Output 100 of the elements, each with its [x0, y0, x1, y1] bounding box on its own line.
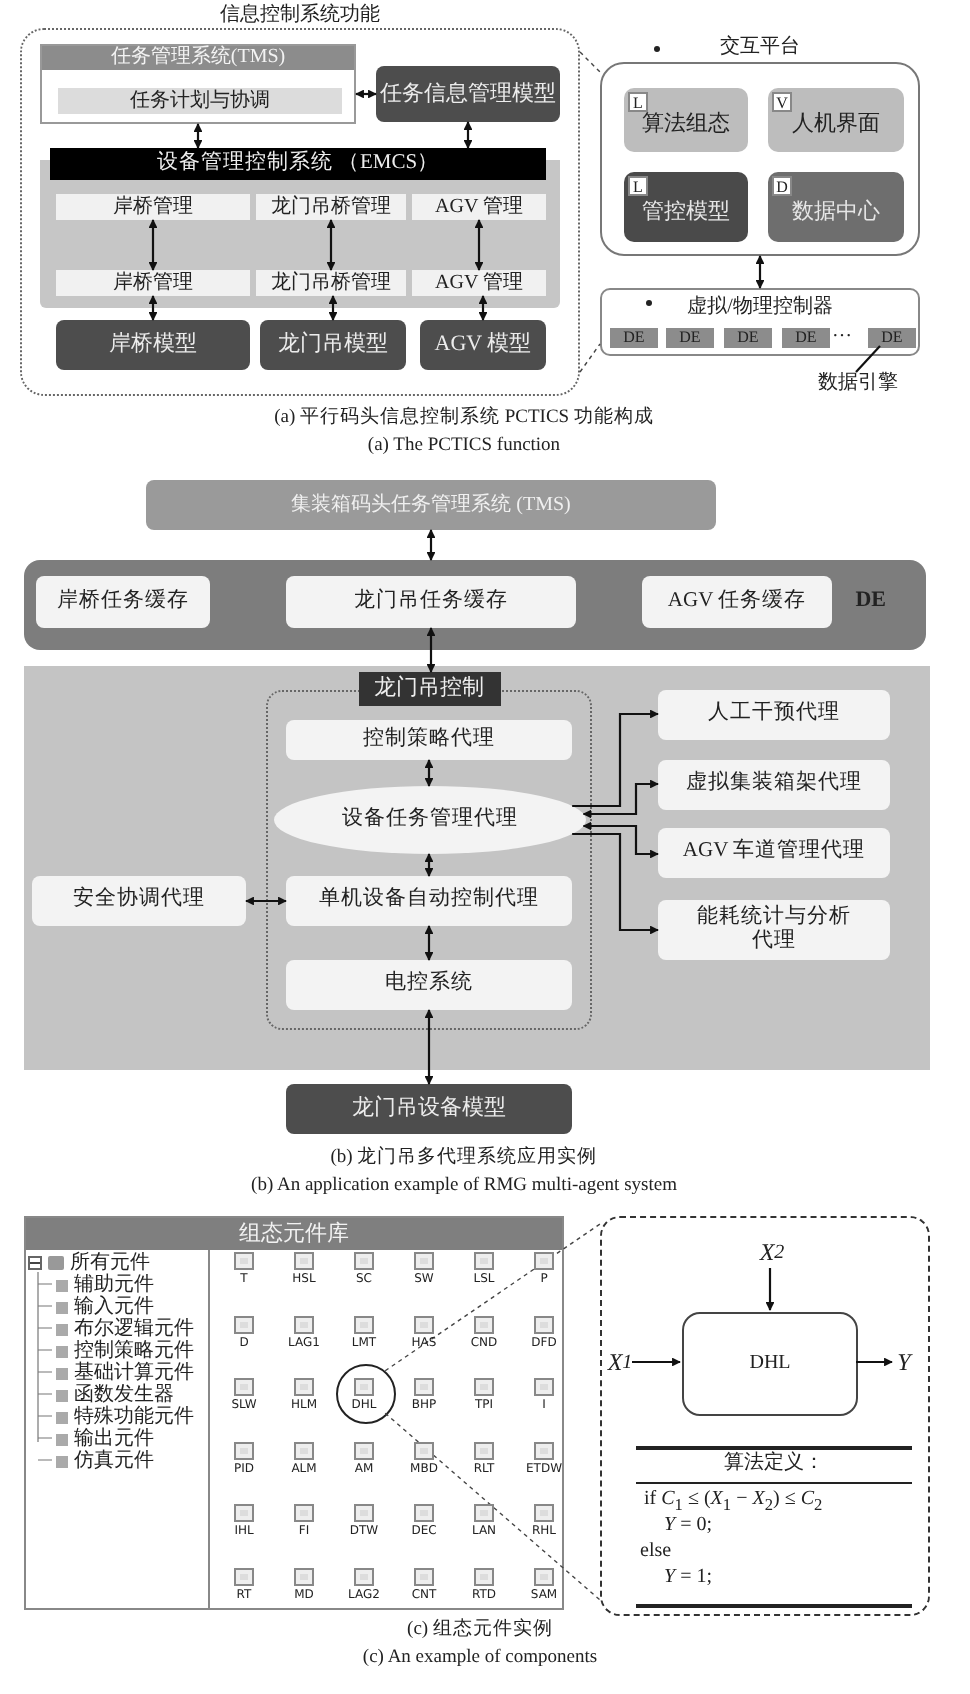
- arrow: [474, 219, 484, 271]
- group-title: 龙门吊控制: [358, 672, 500, 706]
- algorithm-text: Y = 0;: [664, 1514, 712, 1537]
- module-card: [624, 172, 748, 242]
- controller-panel: [600, 288, 920, 356]
- engine-box: DE: [724, 328, 772, 348]
- arrow: [424, 925, 434, 961]
- module-label: 算法组态: [640, 109, 732, 138]
- band-label: DE: [855, 588, 886, 614]
- agent-box: 控制策略代理: [286, 720, 572, 760]
- engine-box: DE: [782, 328, 830, 348]
- arrow: [326, 219, 336, 271]
- tree-item: 仿真元件: [74, 1450, 154, 1473]
- arrow: [148, 295, 158, 321]
- agent-box: 岸桥任务缓存: [36, 576, 210, 628]
- arrow: [765, 1268, 775, 1311]
- zoom-frame: [600, 1216, 930, 1616]
- module-label: 数据中心: [790, 197, 882, 225]
- leader-line: [855, 345, 881, 373]
- signal-label: Y: [894, 1348, 914, 1380]
- arrow: [582, 821, 659, 859]
- arrow: [463, 121, 473, 149]
- arrow: [424, 1009, 434, 1085]
- library-window: [24, 1216, 564, 1610]
- buffer-band: [24, 560, 926, 650]
- tree-item: 函数发生器: [74, 1384, 174, 1406]
- arrow: [245, 896, 287, 906]
- tree-item: 特殊功能元件: [74, 1406, 194, 1428]
- zoom-line: [579, 343, 601, 373]
- arrow: [632, 1357, 681, 1367]
- agent-box: 单机设备自动控制代理: [286, 876, 572, 926]
- arrow: [856, 1357, 893, 1367]
- agent-box: AGV 任务缓存: [642, 576, 832, 628]
- function-block: DHL: [682, 1312, 858, 1416]
- arrow: [193, 123, 203, 149]
- agent-box: 能耗统计与分析代理: [658, 900, 890, 960]
- module-box: 龙门吊桥管理: [256, 194, 406, 220]
- tree-item: 布尔逻辑元件: [74, 1318, 194, 1340]
- tree-item: 输入元件: [74, 1296, 154, 1318]
- arrow: [755, 255, 765, 289]
- algorithm-text: 算法定义：: [724, 1452, 824, 1475]
- module-box: AGV 管理: [412, 194, 546, 220]
- zoom-line: [384, 1223, 601, 1372]
- engine-box: DE: [610, 328, 658, 348]
- algorithm-text: Y = 1;: [664, 1566, 712, 1589]
- algorithm-text: else: [640, 1540, 672, 1563]
- arrow: [572, 709, 659, 808]
- window-title: 组态元件库: [26, 1218, 562, 1250]
- arrow: [424, 759, 434, 787]
- arrow: [572, 832, 659, 935]
- agent-box: 龙门吊任务缓存: [286, 576, 576, 628]
- agent-box: 安全协调代理: [32, 876, 246, 926]
- engine-label: 数据引擎: [808, 372, 908, 396]
- algorithm-text: if C$_{1}$ ≤ (X$_{1}$ − X$_{2}$) ≤ C$_{2}$: [644, 1488, 823, 1516]
- tag-badge: L: [628, 176, 648, 196]
- caption: (a) 平行码头信息控制系统 PCTICS 功能构成: [274, 408, 654, 430]
- module-box: AGV 管理: [412, 270, 546, 296]
- system-box: 集装箱码头任务管理系统 (TMS): [146, 480, 716, 530]
- task-bar: 任务计划与协调: [58, 88, 342, 114]
- module-card: [624, 88, 748, 152]
- arrow: [426, 627, 436, 673]
- ellipsis-text: …: [832, 320, 852, 343]
- model-box: 岸桥模型: [56, 320, 250, 370]
- system-box: [40, 44, 356, 124]
- module-card: [768, 172, 904, 242]
- tag-badge: L: [628, 92, 648, 112]
- caption: (b) 龙门吊多代理系统应用实例: [330, 1148, 598, 1170]
- tag-badge: D: [772, 176, 792, 196]
- arrow: [582, 779, 659, 819]
- zoom-line: [579, 51, 601, 73]
- zoom-line: [384, 1412, 601, 1601]
- model-box: 龙门吊模型: [260, 320, 406, 370]
- management-panel: [40, 148, 560, 308]
- module-box: 龙门吊桥管理: [256, 270, 406, 296]
- arrow: [424, 853, 434, 877]
- panel-title: 设备管理控制系统 （EMCS）: [50, 148, 546, 180]
- tree-item: 所有元件: [70, 1252, 150, 1274]
- module-card: [768, 88, 904, 152]
- module-label: 人机界面: [790, 110, 882, 138]
- module-box: 岸桥管理: [56, 194, 250, 220]
- system-title: 任务管理系统(TMS): [42, 46, 354, 70]
- tree-item: 基础计算元件: [74, 1362, 194, 1384]
- module-box: 岸桥管理: [56, 270, 250, 296]
- caption: (c) 组态元件实例: [407, 1620, 553, 1642]
- arrow: [478, 295, 488, 321]
- model-box: 龙门吊设备模型: [286, 1084, 572, 1134]
- panel-heading: 虚拟/物理控制器: [687, 296, 833, 319]
- engine-box: DE: [868, 328, 916, 348]
- engine-box: DE: [666, 328, 714, 348]
- model-box: AGV 模型: [420, 320, 546, 370]
- tree-item: 辅助元件: [74, 1274, 154, 1296]
- tree-item: 输出元件: [74, 1428, 154, 1450]
- arrow: [328, 295, 338, 321]
- agent-panel: [24, 666, 930, 1070]
- arrow: [355, 89, 377, 99]
- agent-box: 人工干预代理: [658, 690, 890, 740]
- tree-item: 控制策略元件: [74, 1340, 194, 1362]
- group-heading: 信息控制系统功能: [220, 4, 380, 27]
- agent-box: AGV 车道管理代理: [658, 828, 890, 878]
- model-box: 任务信息管理模型: [376, 66, 560, 122]
